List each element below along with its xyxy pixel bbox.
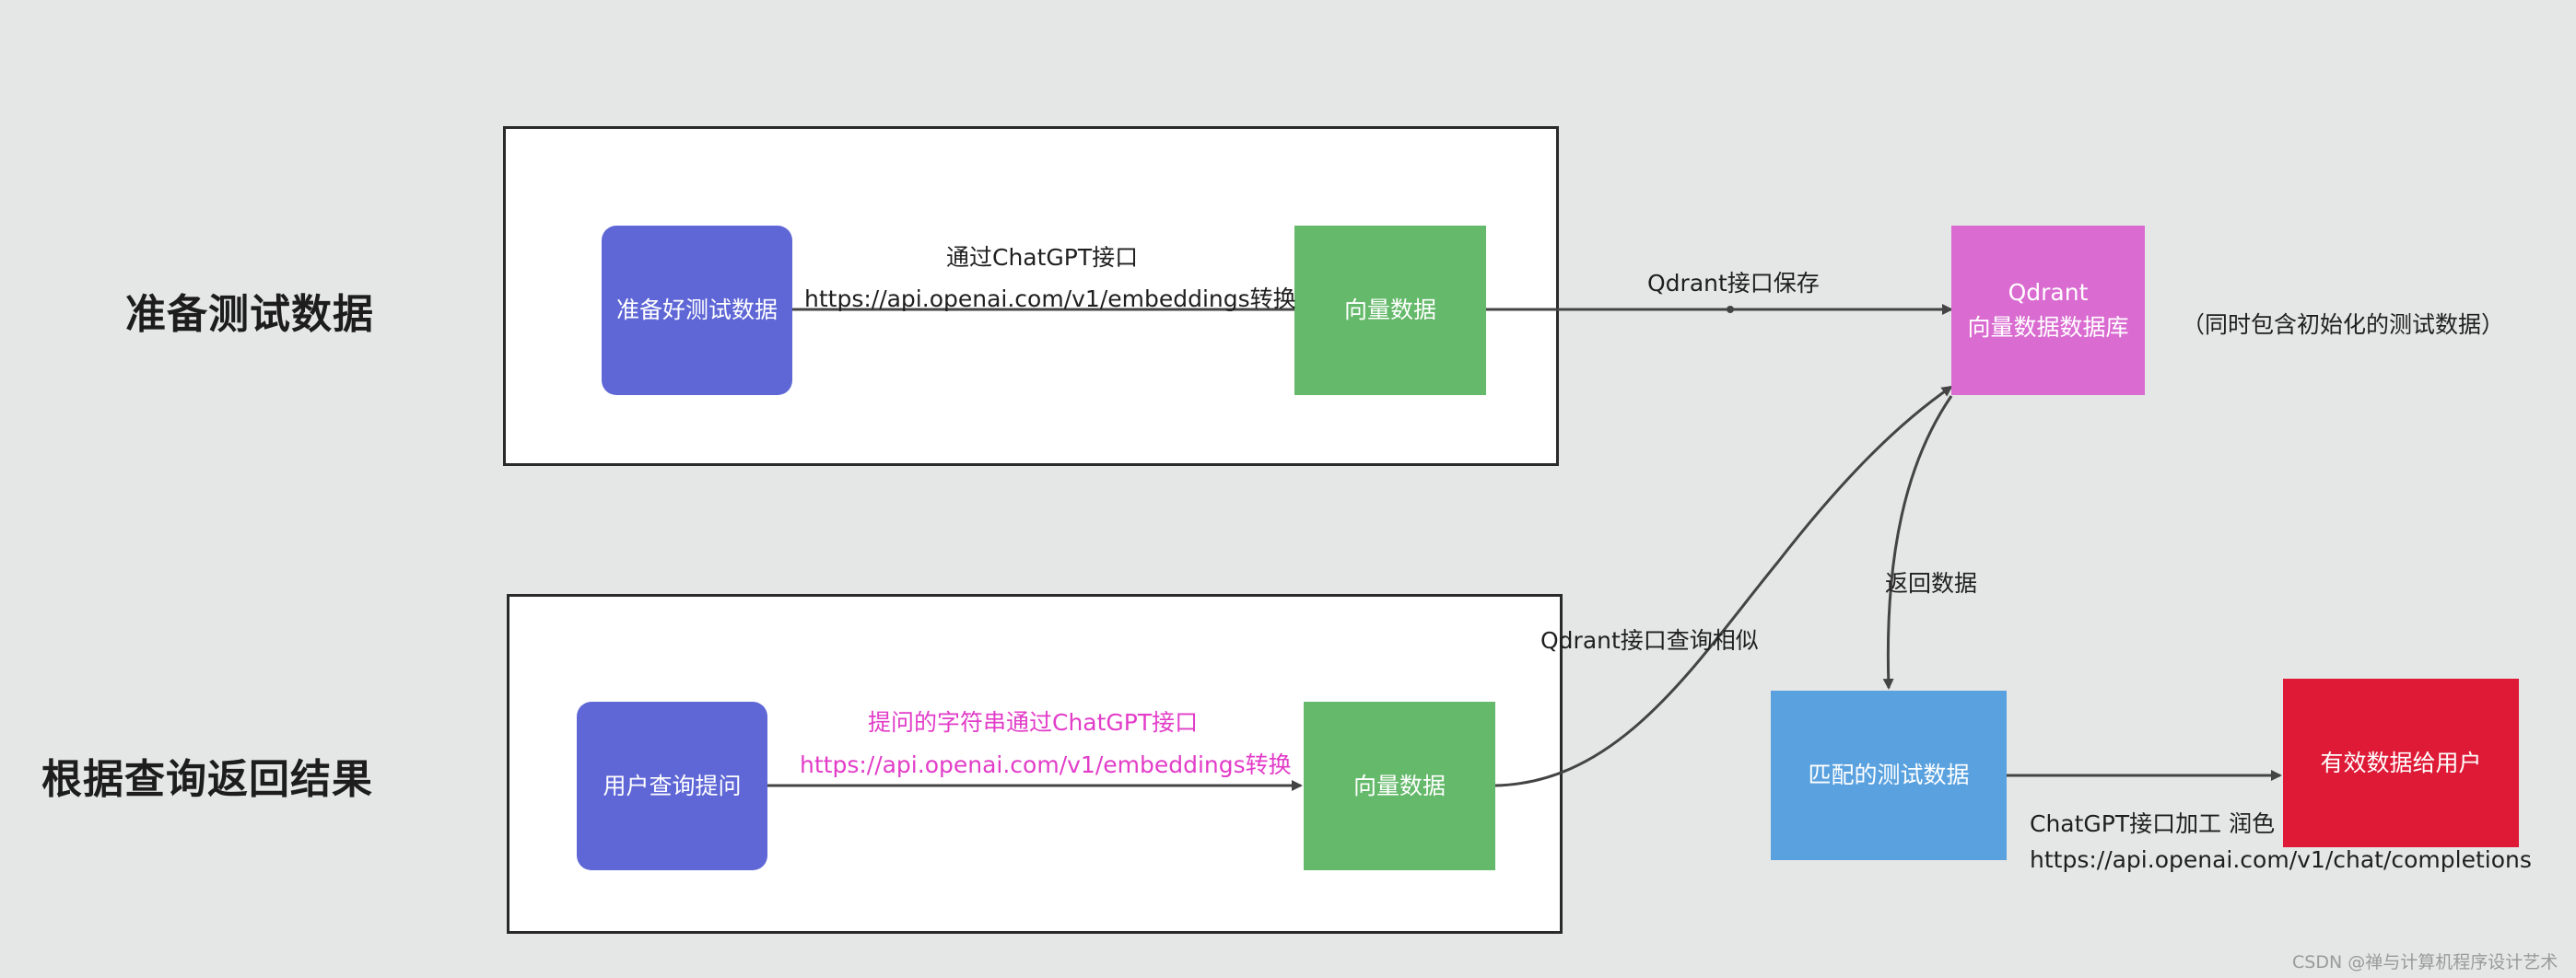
node-prepare-data: 准备好测试数据 <box>602 226 792 395</box>
node-vector-top: 向量数据 <box>1294 226 1486 395</box>
label-qdrant-query: Qdrant接口查询相似 <box>1540 627 1759 654</box>
node-qdrant-db: Qdrant 向量数据数据库 <box>1951 226 2145 395</box>
label-top-arrow-line1: 通过ChatGPT接口 <box>946 244 1139 271</box>
label-gpt-process-line2: https://api.openai.com/v1/chat/completio… <box>2030 846 2532 873</box>
node-vector-bottom: 向量数据 <box>1304 702 1495 870</box>
node-user-query: 用户查询提问 <box>577 702 767 870</box>
arrow-midpoint-dot <box>1727 306 1734 313</box>
label-bottom-arrow-line1: 提问的字符串通过ChatGPT接口 <box>868 709 1199 736</box>
label-qdrant-note: （同时包含初始化的测试数据） <box>2182 311 2505 338</box>
arrow-vector-to-qdrant-query <box>1494 385 1953 787</box>
arrow-qdrant-to-matched <box>1882 395 1953 690</box>
section-title-prepare: 准备测试数据 <box>125 291 374 338</box>
label-return-data: 返回数据 <box>1885 570 1978 597</box>
watermark: CSDN @禅与计算机程序设计艺术 <box>2292 952 2558 972</box>
label-gpt-process-line1: ChatGPT接口加工 润色 <box>2030 810 2276 837</box>
node-matched-data: 匹配的测试数据 <box>1771 691 2007 860</box>
section-title-query: 根据查询返回结果 <box>41 756 373 803</box>
label-bottom-arrow-line2: https://api.openai.com/v1/embeddings转换 <box>800 751 1292 778</box>
label-qdrant-save: Qdrant接口保存 <box>1647 270 1820 297</box>
label-top-arrow-line2: https://api.openai.com/v1/embeddings转换 <box>804 285 1296 312</box>
node-valid-data: 有效数据给用户 <box>2283 679 2519 847</box>
